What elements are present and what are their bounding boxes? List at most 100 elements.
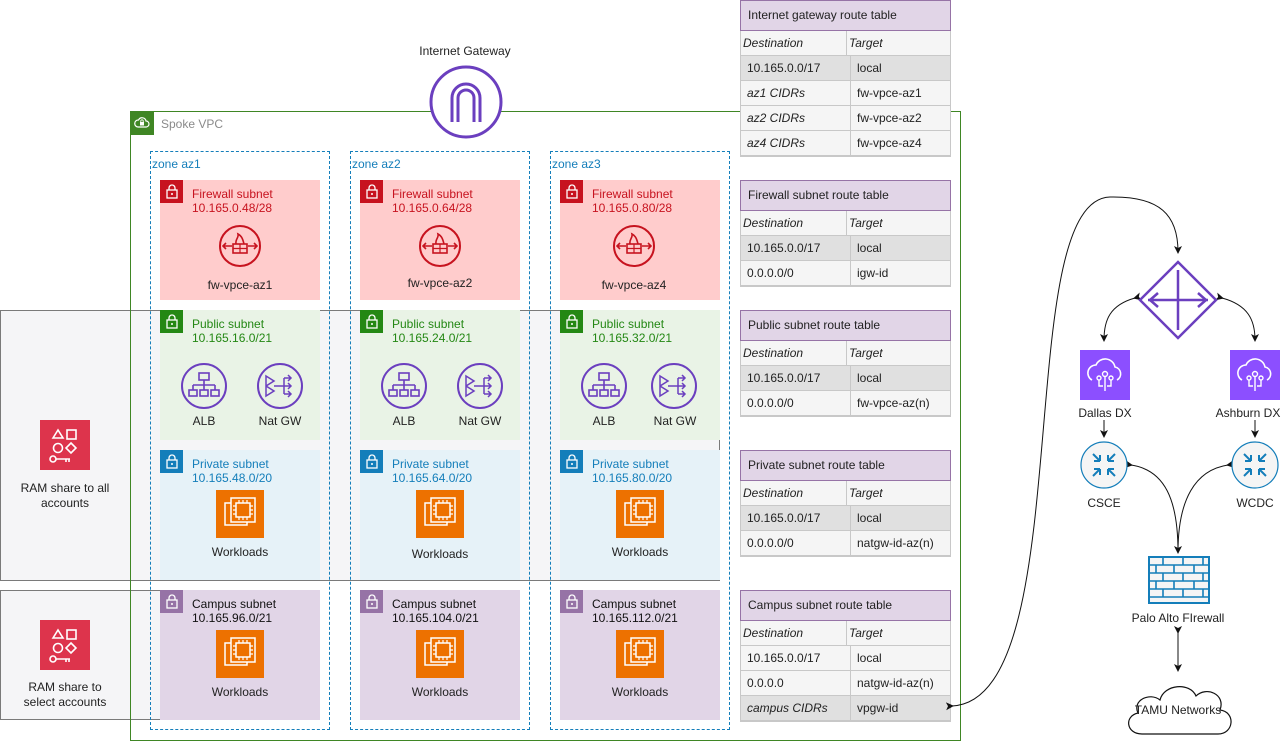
lock-icon <box>560 450 583 473</box>
internet-gateway-label: Internet Gateway <box>419 44 511 58</box>
subnet-cidr: 10.165.48.0/20 <box>192 471 273 485</box>
route-table-header: Target <box>849 36 883 50</box>
subnet-title: Public subnet <box>592 317 665 331</box>
route-table-title: Firewall subnet route table <box>740 180 951 211</box>
lock-icon <box>560 180 583 203</box>
route-table-title: Private subnet route table <box>740 450 951 481</box>
direct-connect-icon <box>1080 350 1130 400</box>
route-table-title: Campus subnet route table <box>740 590 951 621</box>
workloads-label: Workloads <box>211 685 269 699</box>
route-table-header: Target <box>849 216 883 230</box>
route-target: fw-vpce-az4 <box>857 136 922 150</box>
route-dest: 10.165.0.0/17 <box>741 56 851 80</box>
transit-gateway-icon <box>1138 260 1218 340</box>
workloads-label: Workloads <box>611 685 669 699</box>
route-target: natgw-id-az(n) <box>857 536 934 550</box>
route-table-header: Target <box>849 626 883 640</box>
workloads-label: Workloads <box>211 545 269 559</box>
route-target: natgw-id-az(n) <box>857 676 934 690</box>
ram-share-icon <box>40 620 90 670</box>
lock-icon <box>160 450 183 473</box>
workloads-label: Workloads <box>411 685 469 699</box>
lock-icon <box>160 310 183 333</box>
direct-connect-icon <box>1230 350 1280 400</box>
zone-az2 <box>350 151 530 730</box>
lock-icon <box>360 590 383 613</box>
subnet-title: Firewall subnet <box>592 187 673 201</box>
router-icon <box>1080 441 1128 489</box>
zone-az3 <box>550 151 730 730</box>
subnet-cidr: 10.165.0.80/28 <box>592 201 673 215</box>
ram-share-label: RAM share to all <box>20 481 110 495</box>
subnet-title: Campus subnet <box>592 597 677 611</box>
subnet-cidr: 10.165.104.0/21 <box>392 611 479 625</box>
lock-icon <box>360 310 383 333</box>
ram-share-label: RAM share to <box>28 680 102 694</box>
nat-gateway-icon <box>257 363 303 409</box>
router-icon <box>1231 441 1279 489</box>
firewall-subnet-az2 <box>360 180 520 300</box>
vpc-label: Spoke VPC <box>161 117 224 131</box>
route-target: local <box>857 241 882 255</box>
ec2-instances-icon <box>216 630 264 678</box>
route-table-header: Target <box>849 346 883 360</box>
zone-az1 <box>150 151 330 730</box>
lock-icon <box>360 180 383 203</box>
nat-gw-label: Nat GW <box>653 414 697 428</box>
subnet-title: Campus subnet <box>192 597 277 611</box>
public-subnet-az2 <box>360 310 520 440</box>
route-dest: 10.165.0.0/17 <box>741 646 851 670</box>
route-table-header: Destination <box>741 211 847 235</box>
cloud-icon <box>1128 686 1232 735</box>
route-table-title: Public subnet route table <box>740 310 951 341</box>
lock-icon <box>360 450 383 473</box>
route-target: fw-vpce-az(n) <box>857 396 930 410</box>
route-table-header: Destination <box>741 621 847 645</box>
subnet-cidr: 10.165.32.0/21 <box>592 331 673 345</box>
workloads-label: Workloads <box>411 547 469 561</box>
subnet-title: Private subnet <box>592 457 669 471</box>
network-connectors <box>945 196 1259 711</box>
route-target: local <box>857 511 882 525</box>
tamu-networks-label: TAMU Networks <box>1134 703 1222 717</box>
subnet-title: Firewall subnet <box>392 187 473 201</box>
igw-route-table: Internet gateway route table Destination… <box>740 0 951 157</box>
route-dest: az2 CIDRs <box>741 106 851 130</box>
route-table-title: Internet gateway route table <box>740 0 951 31</box>
route-table-header: Target <box>849 486 883 500</box>
subnet-title: Public subnet <box>192 317 265 331</box>
subnet-title: Campus subnet <box>392 597 477 611</box>
zone-label: zone az3 <box>552 157 601 171</box>
internet-gateway-icon <box>429 65 503 139</box>
route-dest: az4 CIDRs <box>741 131 851 155</box>
wcdc-label: WCDC <box>1236 496 1274 510</box>
public-subnet-az1 <box>160 310 320 440</box>
route-dest: az1 CIDRs <box>741 81 851 105</box>
route-target: local <box>857 61 882 75</box>
route-target: local <box>857 651 882 665</box>
alb-label: ALB <box>192 414 216 428</box>
palo-alto-label: Palo Alto FIrewall <box>1131 611 1225 625</box>
firewall-subnet-az1 <box>160 180 320 300</box>
alb-icon <box>581 363 627 409</box>
network-firewall-endpoint-icon <box>219 225 261 267</box>
subnet-cidr: 10.165.0.48/28 <box>192 201 273 215</box>
route-dest: 0.0.0.0/0 <box>741 531 851 555</box>
route-dest: 10.165.0.0/17 <box>741 366 851 390</box>
route-table-header: Destination <box>741 341 847 365</box>
firewall-subnet-az3 <box>560 180 720 300</box>
subnet-title: Private subnet <box>392 457 469 471</box>
ram-share-label: accounts <box>40 496 90 510</box>
ram-share-label: select accounts <box>23 695 107 709</box>
lock-icon <box>560 590 583 613</box>
ec2-instances-icon <box>416 630 464 678</box>
firewall-endpoint-label: fw-vpce-az1 <box>207 278 273 292</box>
subnet-title: Firewall subnet <box>192 187 273 201</box>
route-table-header: Destination <box>741 481 847 505</box>
subnet-cidr: 10.165.16.0/21 <box>192 331 273 345</box>
vpc-icon <box>130 111 154 135</box>
route-dest: 10.165.0.0/17 <box>741 506 851 530</box>
